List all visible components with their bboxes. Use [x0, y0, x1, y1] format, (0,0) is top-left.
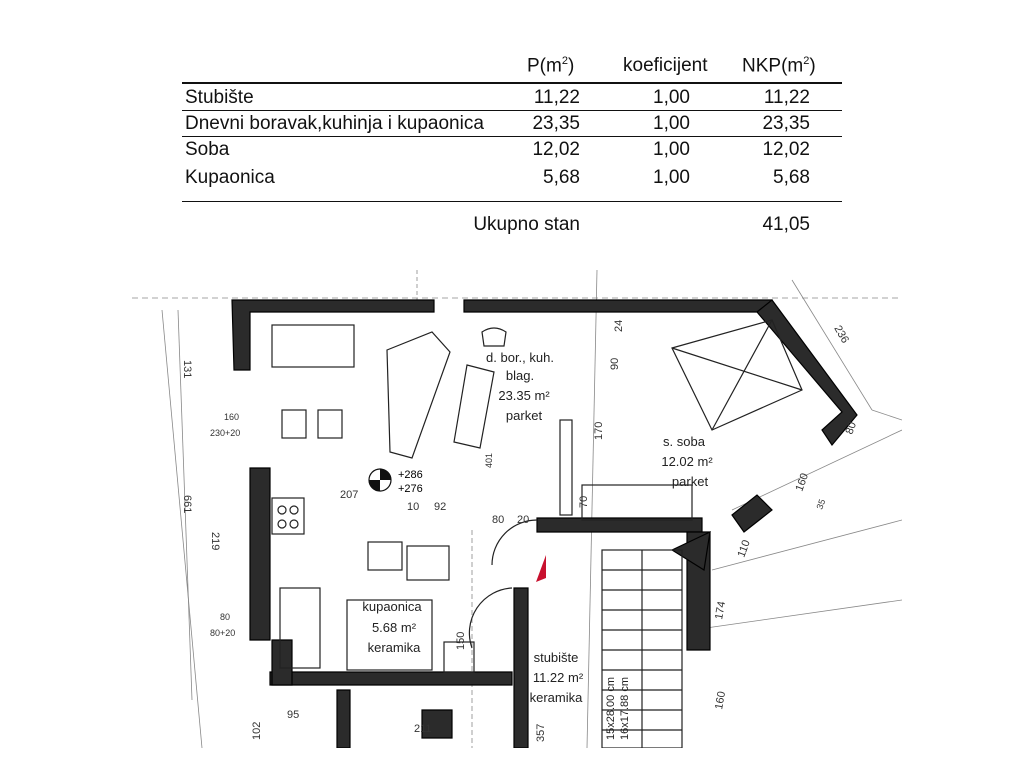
header-coefficient: koeficijent [623, 55, 708, 76]
sink [367, 541, 403, 571]
svg-text:5.68 m²: 5.68 m² [372, 620, 417, 635]
chair [281, 409, 307, 439]
total-value: 41,05 [762, 214, 810, 235]
svg-text:16x17.88 cm: 16x17.88 cm [619, 677, 631, 740]
kitchen-island [271, 324, 355, 368]
construction-lines [132, 270, 902, 748]
svg-text:80+20: 80+20 [210, 628, 235, 638]
entrance-arrow-icon [536, 555, 546, 582]
svg-text:15x28.00 cm: 15x28.00 cm [605, 677, 617, 740]
svg-text:keramika: keramika [368, 640, 422, 655]
svg-text:357: 357 [535, 724, 547, 742]
table-row: Soba 12,02 1,00 12,02 [185, 139, 810, 160]
svg-text:131: 131 [181, 360, 193, 378]
svg-text:160: 160 [794, 472, 812, 493]
svg-text:102: 102 [251, 722, 263, 740]
bathtub [346, 599, 433, 671]
svg-text:160: 160 [224, 412, 239, 422]
bedroom-label: s. soba [663, 434, 706, 449]
door-swing [468, 587, 513, 649]
counter [406, 545, 450, 581]
total-label: Ukupno stan [473, 214, 580, 235]
wardrobe [581, 484, 693, 521]
svg-text:160: 160 [713, 690, 728, 710]
stove [271, 497, 305, 535]
svg-text:90: 90 [609, 358, 621, 370]
svg-text:blag.: blag. [506, 368, 534, 383]
dimension-labels: 131 661 219 160 230+20 80 80+20 207 10 9… [181, 320, 859, 742]
living-room-label: d. bor., kuh. [486, 350, 554, 365]
chair [317, 409, 343, 439]
row-divider [182, 136, 842, 137]
svg-text:35: 35 [814, 498, 827, 511]
total-row: Ukupno stan 41,05 [182, 212, 842, 238]
svg-text:150: 150 [455, 632, 467, 650]
svg-text:parket: parket [672, 474, 709, 489]
header-area: P(m2) [527, 55, 575, 77]
stairs-label: stubište [534, 650, 579, 665]
svg-text:219: 219 [209, 532, 221, 550]
svg-text:207: 207 [340, 489, 358, 501]
sofa [386, 331, 451, 459]
svg-text:174: 174 [713, 600, 728, 620]
table-row: Stubište 11,22 1,00 11,22 [185, 87, 810, 108]
svg-text:92: 92 [434, 501, 446, 513]
area-table: P(m2) koeficijent NKP(m2) Stubište 11,22… [182, 52, 842, 235]
svg-text:24: 24 [613, 320, 625, 332]
header-nkp: NKP(m2) [742, 55, 816, 77]
stair-spec: 15x28.00 cm 16x17.88 cm [605, 677, 631, 740]
svg-text:661: 661 [181, 495, 193, 513]
floor-plan: +286 +276 d. bor., kuh. blag. 23.35 m² p… [132, 270, 902, 748]
table [453, 364, 495, 449]
svg-text:12.02 m²: 12.02 m² [661, 454, 713, 469]
svg-text:23.35 m²: 23.35 m² [498, 388, 550, 403]
svg-text:10: 10 [407, 501, 419, 513]
row-divider [182, 110, 842, 111]
svg-text:80: 80 [844, 420, 859, 436]
shower [279, 587, 321, 669]
toilet [443, 641, 475, 673]
level-lower: +276 [398, 483, 423, 495]
table-row: Kupaonica 5,68 1,00 5,68 [185, 167, 810, 188]
svg-text:keramika: keramika [530, 690, 584, 705]
staircase [601, 549, 683, 748]
table-row: Dnevni boravak,kuhinja i kupaonica 23,35… [185, 113, 810, 134]
level-upper: +286 [398, 469, 423, 481]
svg-text:80: 80 [492, 514, 504, 526]
svg-text:70: 70 [578, 496, 590, 508]
svg-text:20: 20 [517, 514, 529, 526]
svg-text:170: 170 [593, 422, 605, 440]
level-marker-icon [368, 468, 392, 492]
total-divider [182, 201, 842, 202]
armchair [481, 327, 507, 347]
header-divider [182, 82, 842, 84]
table-header: P(m2) koeficijent NKP(m2) [182, 52, 842, 82]
svg-text:80: 80 [220, 612, 230, 622]
bathroom-label: kupaonica [362, 599, 422, 614]
svg-text:parket: parket [506, 408, 543, 423]
svg-text:230+20: 230+20 [210, 428, 240, 438]
shelf [559, 419, 573, 516]
door-swing [491, 519, 538, 566]
svg-text:401: 401 [484, 453, 494, 468]
walls [231, 299, 858, 748]
furniture [271, 319, 803, 748]
svg-text:110: 110 [736, 538, 753, 559]
svg-text:95: 95 [287, 709, 299, 721]
svg-text:211: 211 [414, 723, 432, 735]
svg-text:236: 236 [831, 324, 851, 346]
svg-text:11.22 m²: 11.22 m² [533, 670, 584, 685]
